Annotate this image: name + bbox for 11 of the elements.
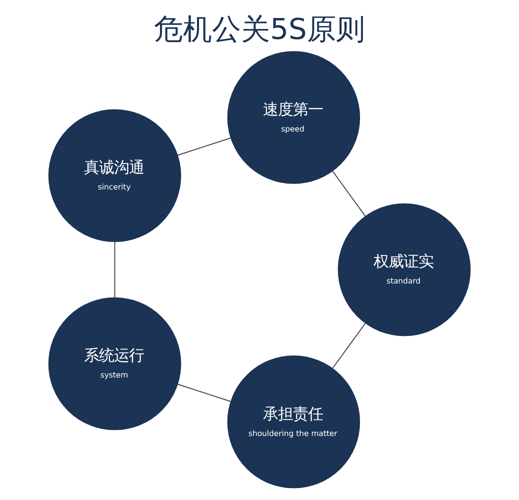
node-circle: 承担责任 shouldering the matter [227, 356, 360, 488]
node-circle: 真诚沟通 sincerity [48, 109, 182, 242]
node-circle: 速度第一 speed [227, 51, 360, 184]
connector [177, 384, 232, 402]
diagram-title: 危机公关5S原则 [154, 12, 365, 46]
connector [332, 322, 366, 369]
node-circle: 系统运行 system [48, 297, 182, 430]
connector [114, 241, 116, 298]
connector [332, 170, 366, 217]
connector [177, 138, 232, 156]
node-circle: 权威证实 standard [338, 203, 471, 336]
